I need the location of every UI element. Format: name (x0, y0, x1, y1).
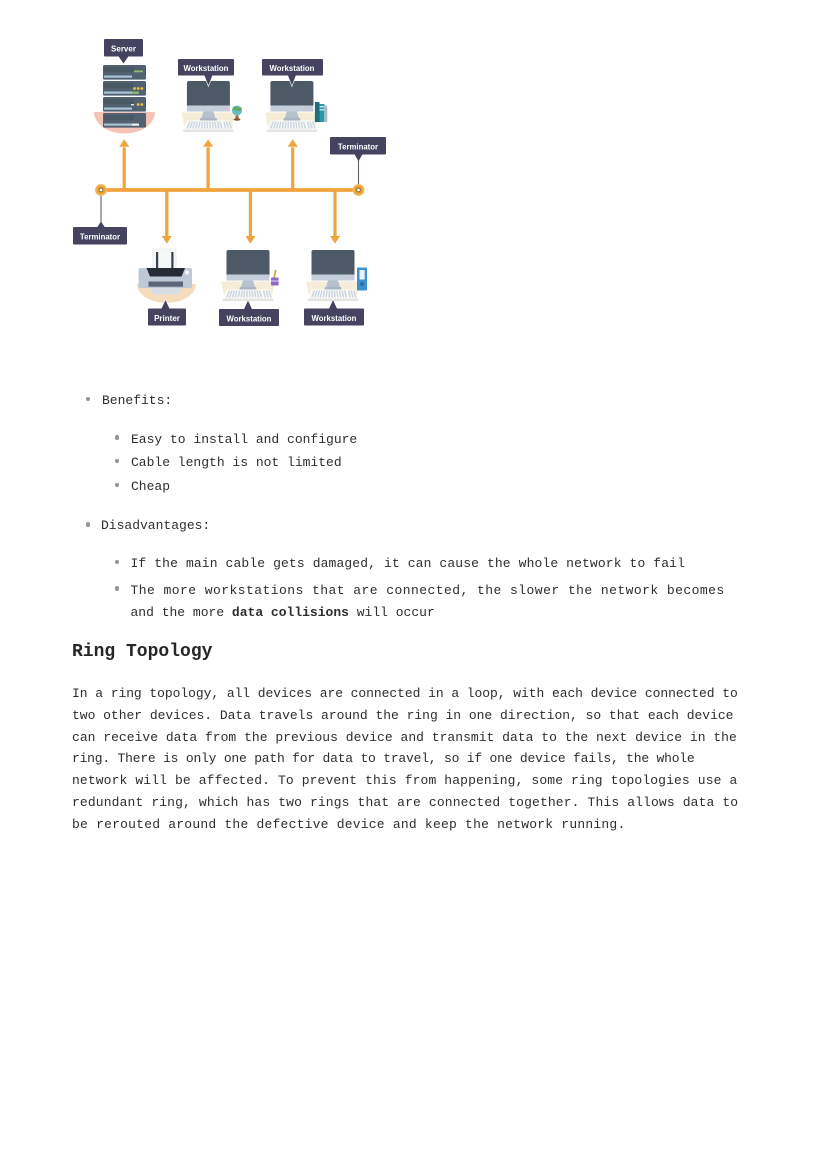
svg-text:Printer: Printer (154, 314, 180, 323)
svg-text:Terminator: Terminator (338, 143, 378, 152)
svg-text:Workstation: Workstation (312, 314, 357, 323)
svg-text:Workstation: Workstation (227, 314, 272, 323)
svg-text:Terminator: Terminator (80, 233, 120, 242)
svg-text:Workstation: Workstation (270, 64, 315, 73)
svg-text:Workstation: Workstation (184, 64, 229, 73)
svg-text:Server: Server (111, 45, 136, 54)
